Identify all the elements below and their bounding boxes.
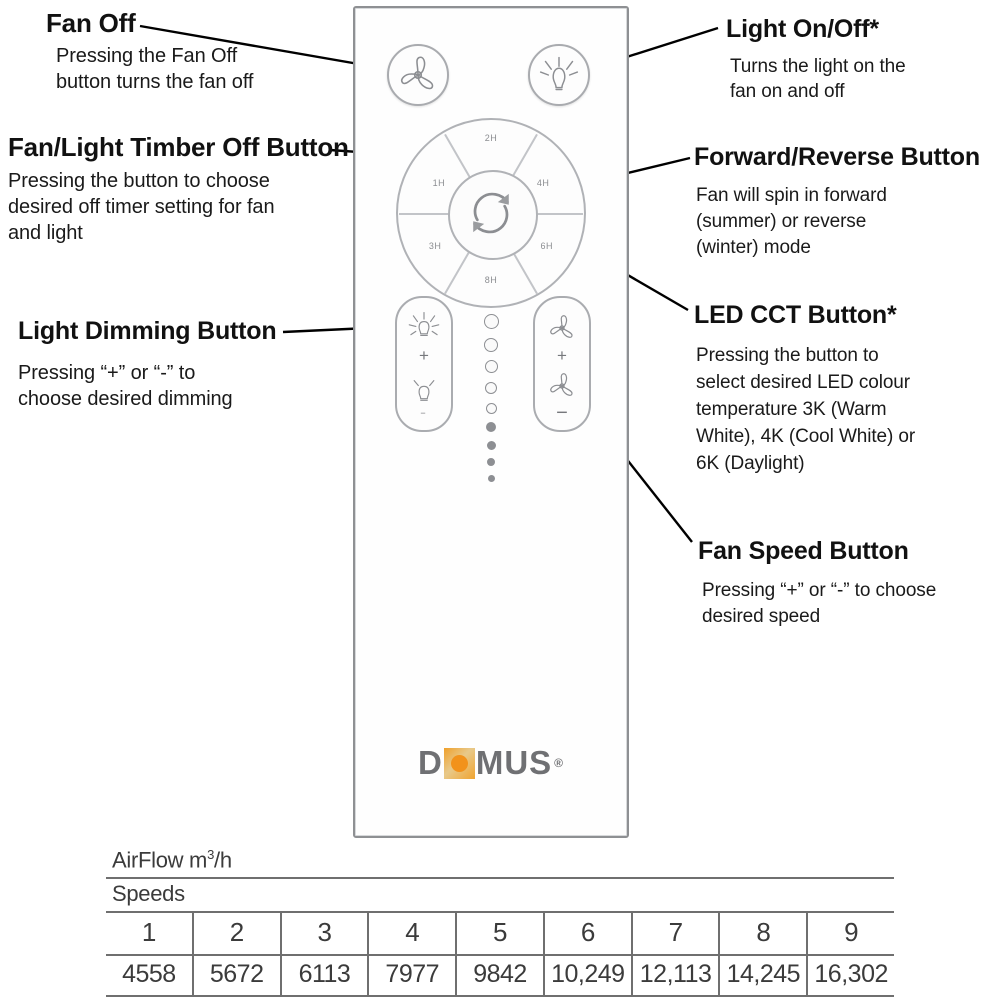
annotation-light-dimming-body: Pressing “+” or “-” to choose desired di… — [18, 362, 233, 410]
remote-control-body: 2H 1H 4H 3H 6H 8H — [353, 6, 629, 838]
table-value-cell: 5672 — [194, 956, 282, 996]
airflow-table-value-row: 4558 5672 6113 7977 9842 10,249 12,113 1… — [106, 956, 894, 998]
table-value-cell: 4558 — [106, 956, 194, 996]
speed-dot — [486, 440, 496, 450]
table-header-cell: 4 — [369, 913, 458, 955]
forward-reverse-button[interactable] — [448, 170, 538, 260]
table-header-cell: 2 — [194, 913, 282, 955]
timer-segment-upper-left[interactable]: 1H — [432, 178, 446, 189]
airflow-title-prefix: AirFlow m — [112, 847, 208, 873]
fan-light-timer-dial[interactable]: 2H 1H 4H 3H 6H 8H — [396, 118, 586, 308]
speed-plus-symbol[interactable]: + — [557, 346, 567, 365]
airflow-title-superscript: 3 — [207, 847, 215, 862]
speed-dot — [486, 422, 496, 433]
annotation-light-dimming: Light Dimming Button Pressing “+” or “-”… — [18, 316, 277, 412]
annotation-led-cct-body: Pressing the button to select desired LE… — [696, 345, 916, 474]
speed-down-fan-icon[interactable] — [535, 366, 589, 406]
table-value-cell: 10,249 — [545, 956, 633, 996]
logo-wordmark: D MUS ® — [418, 744, 564, 782]
annotation-fan-speed-title: Fan Speed Button — [698, 537, 909, 565]
fan-off-button[interactable] — [387, 44, 449, 106]
speed-minus-symbol[interactable]: − — [556, 402, 568, 424]
annotation-light-on-off-title: Light On/Off* — [726, 15, 879, 43]
speed-dot — [487, 458, 495, 467]
table-header-cell: 1 — [106, 913, 194, 955]
table-value-cell: 9842 — [457, 956, 545, 996]
speed-dot — [484, 360, 498, 374]
speed-dot — [485, 381, 497, 394]
speed-dot — [484, 337, 498, 352]
brand-logo: D MUS ® — [355, 744, 627, 782]
table-value-cell: 6113 — [282, 956, 370, 996]
light-bulb-rays-icon — [539, 56, 579, 91]
table-header-cell: 3 — [282, 913, 370, 955]
table-value-cell: 12,113 — [633, 956, 721, 996]
timer-segment-lower-left[interactable]: 3H — [428, 241, 442, 252]
dim-bulb-icon[interactable] — [397, 370, 451, 406]
annotation-timer-off-title: Fan/Light Timber Off Button — [8, 132, 349, 162]
dimming-plus-symbol[interactable]: + — [419, 346, 429, 365]
annotation-timer-off: Fan/Light Timber Off Button Pressing the… — [8, 132, 349, 246]
annotation-light-dimming-title: Light Dimming Button — [18, 317, 277, 345]
table-header-cell: 5 — [457, 913, 545, 955]
annotation-forward-reverse-body: Fan will spin in forward (summer) or rev… — [696, 185, 887, 258]
annotation-fan-off-body: Pressing the Fan Off button turns the fa… — [56, 45, 254, 93]
table-value-cell: 14,245 — [720, 956, 809, 996]
airflow-table-header-row: 1 2 3 4 5 6 7 8 9 — [106, 913, 894, 957]
airflow-table-subtitle: Speeds — [106, 879, 894, 914]
annotation-timer-off-body: Pressing the button to choose desired of… — [8, 170, 275, 244]
logo-registered-mark: ® — [554, 756, 565, 770]
logo-text-after: MUS — [475, 744, 553, 781]
light-on-off-button[interactable] — [528, 44, 590, 106]
annotation-light-on-off: Light On/Off* Turns the light on the fan… — [726, 14, 906, 104]
airflow-table-title: AirFlow m3/h — [106, 845, 894, 880]
annotation-forward-reverse: Forward/Reverse Button Fan will spin in … — [694, 142, 980, 261]
timer-segment-lower-right[interactable]: 6H — [540, 241, 554, 252]
speed-up-fan-icon[interactable] — [535, 308, 589, 348]
airflow-table: AirFlow m3/h Speeds 1 2 3 4 5 6 7 8 9 45… — [106, 845, 894, 998]
logo-o-mark — [443, 747, 475, 779]
speed-indicator-dots — [471, 314, 511, 482]
speed-dot — [485, 402, 497, 414]
speed-dot — [483, 314, 499, 329]
dimming-minus-symbol[interactable]: − — [420, 408, 428, 418]
speed-dot — [487, 475, 495, 482]
timer-segment-bottom[interactable]: 8H — [484, 274, 498, 285]
table-value-cell: 16,302 — [814, 960, 888, 989]
annotation-fan-speed-body: Pressing “+” or “-” to choose desired sp… — [702, 580, 937, 627]
table-value-cell: 7977 — [369, 956, 458, 996]
fan-speed-button[interactable]: + − — [533, 296, 591, 432]
fan-blade-icon — [401, 56, 434, 90]
annotation-led-cct: LED CCT Button* Pressing the button to s… — [694, 300, 915, 477]
light-dimming-button[interactable]: + − — [395, 296, 453, 432]
timer-segment-upper-right[interactable]: 4H — [536, 178, 550, 189]
timer-segment-top[interactable]: 2H — [484, 133, 498, 143]
table-header-cell: 9 — [844, 917, 859, 948]
circular-arrows-icon — [473, 192, 509, 234]
annotation-fan-speed: Fan Speed Button Pressing “+” or “-” to … — [698, 536, 936, 630]
annotation-light-on-off-body: Turns the light on the fan on and off — [730, 56, 906, 102]
logo-o-circle — [450, 754, 468, 772]
table-header-cell: 6 — [545, 913, 633, 955]
logo-text-before: D — [417, 744, 443, 781]
table-header-cell: 7 — [633, 913, 721, 955]
annotation-forward-reverse-title: Forward/Reverse Button — [694, 143, 980, 171]
bright-bulb-icon[interactable] — [397, 306, 451, 342]
table-header-cell: 8 — [720, 913, 809, 955]
annotation-led-cct-title: LED CCT Button* — [694, 301, 897, 329]
annotation-fan-off: Fan Off Pressing the Fan Off button turn… — [46, 8, 253, 95]
airflow-title-suffix: /h — [214, 847, 232, 873]
annotation-fan-off-title: Fan Off — [46, 8, 136, 38]
